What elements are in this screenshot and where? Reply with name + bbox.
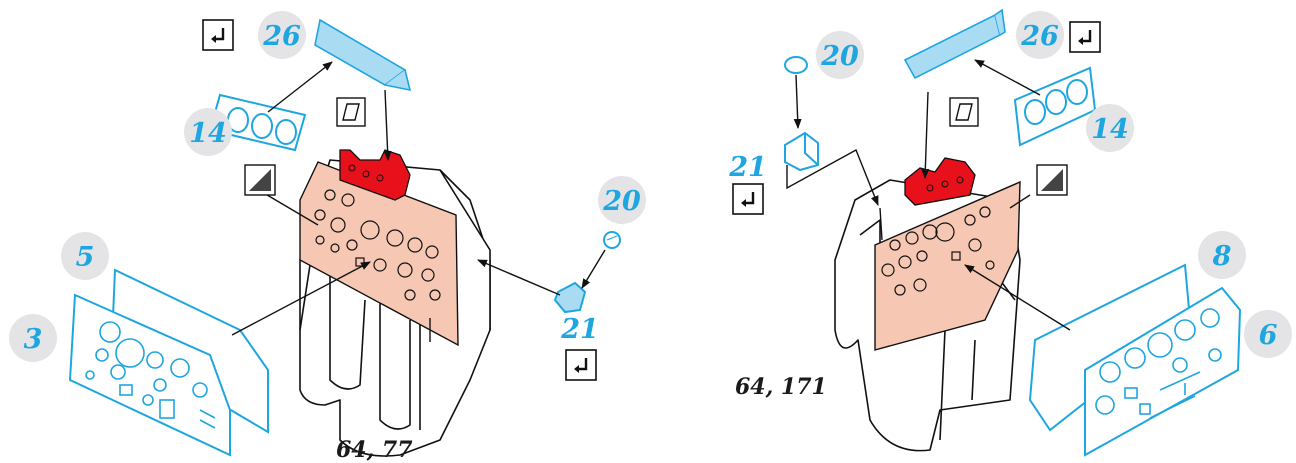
left-instrument-panel [299, 161, 459, 347]
right-reference: 64, 171 [735, 374, 827, 400]
paint-transparent-icon [949, 97, 979, 127]
left-callout-14: 14 [184, 108, 232, 156]
glue-hook-icon [731, 182, 765, 216]
left-callout-26: 26 [258, 11, 306, 59]
right-part-20 [784, 56, 808, 74]
left-callout-20: 20 [598, 176, 646, 224]
left-part-3 [68, 293, 231, 457]
glue-hook-icon [201, 18, 235, 52]
svg-text:14: 14 [1091, 114, 1129, 145]
right-callout-21: 21 [728, 152, 767, 183]
svg-text:6: 6 [1259, 320, 1278, 351]
right-callout-6: 6 [1244, 310, 1292, 358]
paint-flat-icon [244, 164, 276, 196]
svg-text:3: 3 [24, 324, 43, 355]
svg-text:5: 5 [76, 242, 95, 273]
svg-text:20: 20 [820, 41, 859, 72]
svg-text:14: 14 [189, 118, 227, 149]
left-part-20 [603, 231, 621, 249]
left-part-21 [553, 281, 587, 314]
right-assembly: 26 14 8 6 20 21 64, 171 [728, 8, 1292, 457]
right-callout-14: 14 [1086, 104, 1134, 152]
svg-text:8: 8 [1212, 241, 1232, 272]
left-callout-3: 3 [9, 314, 57, 362]
left-reference: 64, 77 [336, 437, 413, 463]
right-instrument-panel [874, 180, 1021, 351]
left-callout-5: 5 [61, 232, 109, 280]
svg-text:20: 20 [602, 186, 641, 217]
left-red-part [339, 149, 411, 201]
svg-text:26: 26 [1020, 21, 1059, 52]
glue-hook-icon [1068, 20, 1102, 54]
paint-transparent-icon [336, 97, 366, 127]
left-callout-21: 21 [560, 314, 599, 345]
right-callout-26: 26 [1016, 11, 1064, 59]
left-assembly: 26 14 5 3 20 21 64, 77 [9, 11, 646, 463]
left-part-26 [314, 18, 412, 92]
right-callout-20: 20 [816, 31, 864, 79]
right-callout-8: 8 [1198, 231, 1246, 279]
svg-text:26: 26 [262, 21, 301, 52]
right-part-6 [1084, 286, 1242, 457]
right-leader-lines [786, 59, 1071, 331]
right-part-14 [1013, 66, 1097, 147]
left-leader-lines [231, 61, 606, 342]
glue-hook-icon [564, 348, 598, 382]
right-part-26 [903, 8, 1006, 80]
paint-flat-icon [1036, 164, 1068, 196]
right-part-21 [784, 131, 819, 172]
